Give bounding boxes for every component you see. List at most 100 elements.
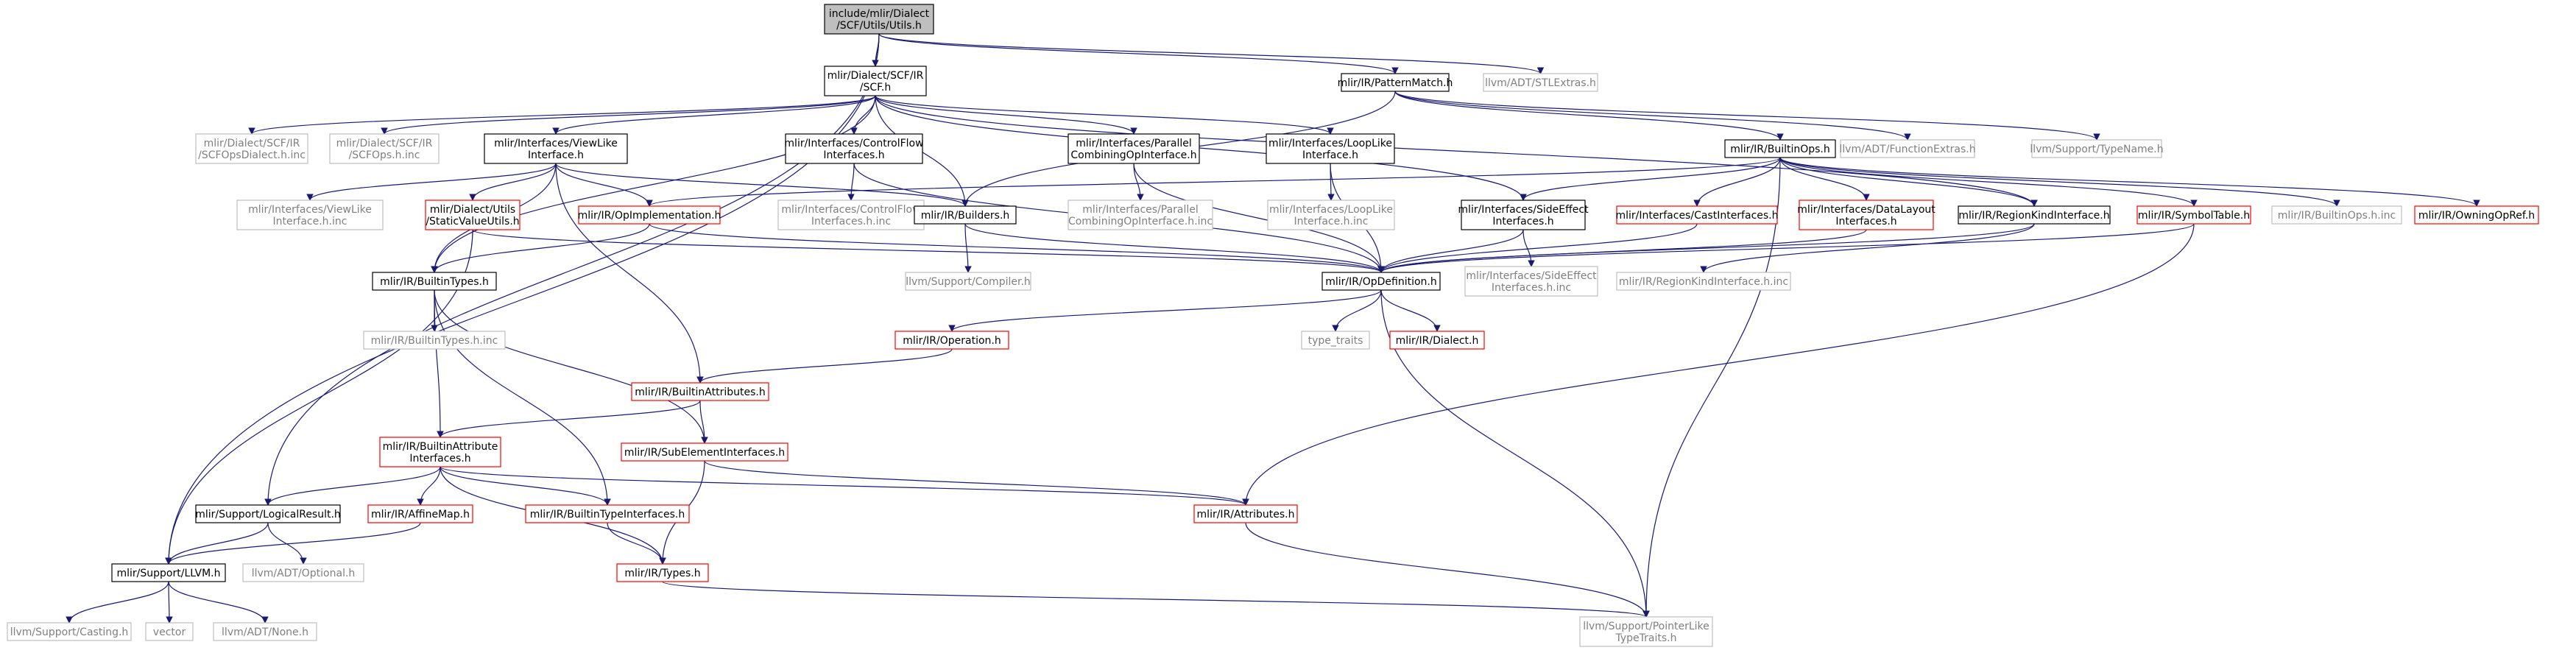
node-scf-h[interactable]: mlir/Dialect/SCF/IR/SCF.h	[824, 66, 927, 96]
edge-op_implementation-to-op_definition	[649, 223, 1385, 273]
node-label: mlir/IR/BuiltinAttributes.h	[635, 386, 765, 398]
node-label: llvm/Support/Casting.h	[10, 626, 129, 638]
node-builtin-type-interfaces[interactable]: mlir/IR/BuiltinTypeInterfaces.h	[525, 504, 690, 523]
node-label: mlir/IR/RegionKindInterface.h.inc	[1619, 276, 1788, 288]
edge-scf_h-to-viewlike	[552, 95, 876, 135]
node-builtinops[interactable]: mlir/IR/BuiltinOps.h	[1724, 139, 1836, 158]
node-label: mlir/Interfaces/ViewLike	[248, 204, 372, 216]
edge-builtinops-to-region_kind	[1779, 157, 2038, 207]
node-compiler[interactable]: llvm/Support/Compiler.h	[905, 272, 1031, 291]
node-label: Interface.h.inc	[1294, 216, 1369, 227]
node-controlflow-inc[interactable]: mlir/Interfaces/ControlFlowInterfaces.h.…	[777, 200, 925, 230]
node-box	[1301, 331, 1370, 350]
node-box	[1389, 331, 1485, 350]
node-support-llvm[interactable]: mlir/Support/LLVM.h	[111, 563, 226, 582]
node-label: mlir/IR/BuiltinTypes.h.inc	[371, 335, 498, 347]
node-optional[interactable]: llvm/ADT/Optional.h	[242, 563, 364, 582]
node-box	[195, 504, 341, 523]
node-box	[7, 622, 132, 641]
node-builtin-types-inc[interactable]: mlir/IR/BuiltinTypes.h.inc	[363, 331, 506, 350]
edge-builtin_attr_interfaces-to-attributes	[440, 466, 1249, 506]
node-label: mlir/IR/RegionKindInterface.h	[1958, 210, 2109, 222]
edge-builtin_attr_interfaces-to-builtin_type_interfaces	[440, 466, 611, 506]
edge-root-to-pattern_match	[878, 33, 1399, 74]
node-parallel[interactable]: mlir/Interfaces/ParallelCombiningOpInter…	[1068, 133, 1200, 164]
edge-builtin_types-to-builtin_attr_interfaces	[434, 289, 444, 438]
node-parallel-inc[interactable]: mlir/Interfaces/ParallelCombiningOpInter…	[1068, 200, 1213, 230]
node-builtinops-inc[interactable]: mlir/IR/BuiltinOps.h.inc	[2271, 205, 2402, 225]
node-builtin-attributes[interactable]: mlir/IR/BuiltinAttributes.h	[631, 382, 769, 401]
node-scf-ops-dialect-inc[interactable]: mlir/Dialect/SCF/IR/SCFOpsDialect.h.inc	[195, 133, 308, 164]
edge-viewlike-to-viewlike_inc	[306, 163, 557, 201]
edge-logical_result-to-optional	[267, 522, 307, 565]
node-box	[329, 133, 440, 164]
node-type-traits[interactable]: type_traits	[1301, 331, 1370, 350]
node-label: mlir/IR/AffineMap.h	[371, 509, 470, 520]
node-label: mlir/IR/BuiltinOps.h	[1730, 144, 1830, 155]
node-label: llvm/ADT/Optional.h	[252, 568, 356, 579]
node-pattern-match[interactable]: mlir/IR/PatternMatch.h	[1338, 73, 1453, 92]
node-builders[interactable]: mlir/IR/Builders.h	[914, 205, 1017, 225]
node-logical-result[interactable]: mlir/Support/LogicalResult.h	[195, 504, 341, 523]
node-label: mlir/Support/LogicalResult.h	[195, 509, 341, 520]
node-label: llvm/Support/Compiler.h	[906, 276, 1031, 288]
node-box	[616, 563, 709, 582]
node-symbol-table[interactable]: mlir/IR/SymbolTable.h	[2136, 205, 2251, 225]
node-static-value-utils[interactable]: mlir/Dialect/Utils/StaticValueUtils.h	[425, 200, 521, 230]
node-cast-interfaces[interactable]: mlir/Interfaces/CastInterfaces.h	[1615, 205, 1779, 225]
node-stlextras[interactable]: llvm/ADT/STLExtras.h	[1483, 73, 1598, 92]
node-vector[interactable]: vector	[145, 622, 194, 641]
node-box	[484, 133, 628, 164]
node-scf-ops-inc[interactable]: mlir/Dialect/SCF/IR/SCFOps.h.inc	[329, 133, 440, 164]
node-box	[111, 563, 226, 582]
node-box	[1616, 272, 1791, 291]
node-none[interactable]: llvm/ADT/None.h	[213, 622, 317, 641]
edge-op_definition-to-operation	[948, 289, 1382, 332]
node-side-effect-inc[interactable]: mlir/Interfaces/SideEffectInterfaces.h.i…	[1464, 266, 1598, 297]
node-box	[1068, 133, 1200, 164]
node-builtin-types[interactable]: mlir/IR/BuiltinTypes.h	[372, 272, 497, 291]
node-box	[1840, 139, 1975, 158]
node-attributes[interactable]: mlir/IR/Attributes.h	[1193, 504, 1298, 523]
node-box	[372, 272, 497, 291]
node-affine-map[interactable]: mlir/IR/AffineMap.h	[367, 504, 473, 523]
node-typename[interactable]: llvm/Support/TypeName.h	[2030, 139, 2164, 158]
node-operation[interactable]: mlir/IR/Operation.h	[894, 331, 1009, 350]
node-box	[1267, 200, 1395, 230]
node-box	[367, 504, 473, 523]
edge-builtin_attr_interfaces-to-logical_result	[264, 466, 441, 506]
node-box	[2271, 205, 2402, 225]
edge-cast_interfaces-to-op_definition	[1377, 223, 1698, 273]
node-label: mlir/IR/BuiltinOps.h.inc	[2278, 210, 2396, 222]
node-box	[2414, 205, 2539, 225]
node-label: /SCFOpsDialect.h.inc	[198, 149, 306, 161]
node-label: mlir/Dialect/SCF/IR	[828, 70, 924, 82]
edge-pattern_match-to-typename	[1394, 91, 2100, 141]
edge-builtin_attributes-to-subelement	[699, 400, 708, 444]
node-label: /StaticValueUtils.h	[426, 216, 519, 227]
node-function-extras[interactable]: llvm/ADT/FunctionExtras.h	[1839, 139, 1976, 158]
edge-viewlike-to-builtin_attributes	[555, 163, 704, 384]
node-label: mlir/Interfaces/ViewLike	[494, 138, 618, 149]
node-region-kind[interactable]: mlir/IR/RegionKindInterface.h	[1958, 205, 2111, 225]
node-region-kind-inc[interactable]: mlir/IR/RegionKindInterface.h.inc	[1616, 272, 1791, 291]
node-types[interactable]: mlir/IR/Types.h	[616, 563, 709, 582]
node-box	[1616, 205, 1778, 225]
node-casting[interactable]: llvm/Support/Casting.h	[7, 622, 132, 641]
node-dialect[interactable]: mlir/IR/Dialect.h	[1389, 331, 1485, 350]
edge-support_llvm-to-none	[168, 581, 269, 624]
node-subelement[interactable]: mlir/IR/SubElementInterfaces.h	[621, 442, 788, 462]
node-op-definition[interactable]: mlir/IR/OpDefinition.h	[1321, 272, 1441, 291]
node-op-implementation[interactable]: mlir/IR/OpImplementation.h	[578, 205, 721, 225]
node-owning-opref[interactable]: mlir/IR/OwningOpRef.h	[2414, 205, 2539, 225]
node-root[interactable]: include/mlir/Dialect/SCF/Utils/Utils.h	[824, 4, 934, 35]
